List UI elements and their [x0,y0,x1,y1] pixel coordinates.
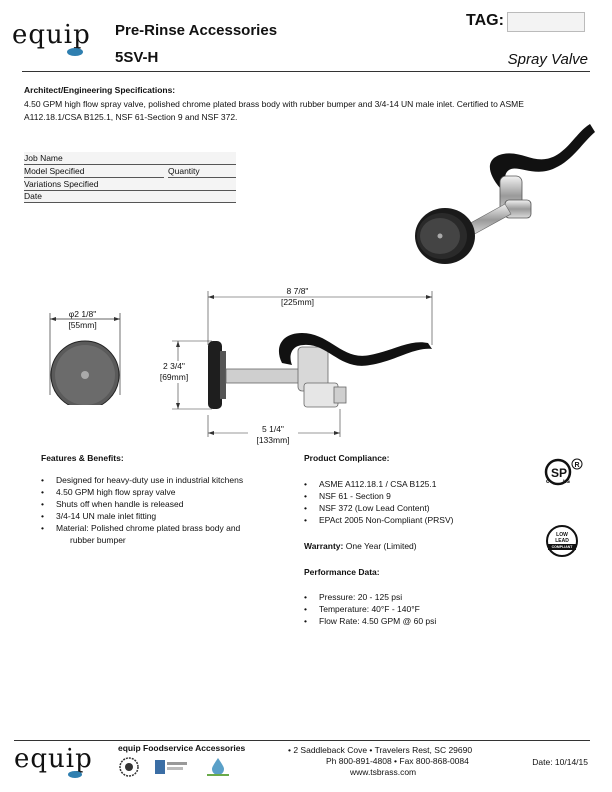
feature-item: 4.50 GPM high flow spray valve [41,486,281,498]
specs-line-2: A112.18.1/CSA B125.1, NSF 61-Section 9 a… [24,112,238,122]
brand-logo: equip [12,20,91,50]
csa-c-mark: c [546,479,550,485]
height-label: 2 3/4" [163,361,185,371]
brand-logo-text: equip [12,20,91,50]
low-lead-line-1: LOW [556,532,568,538]
low-lead-badge: LOW LEAD COMPLIANT [546,525,578,557]
diameter-label: φ2 1/8" [68,309,97,319]
variations-label: Variations Specified [24,179,99,189]
depth-label: 5 1/4" [262,424,284,434]
footer-company: equip Foodservice Accessories [118,743,246,753]
features-heading: Features & Benefits: [41,453,124,463]
feature-item: 3/4-14 UN male inlet fitting [41,510,281,522]
performance-list: Pressure: 20 - 125 psi Temperature: 40°F… [304,591,524,627]
performance-heading: Performance Data: [304,567,380,577]
side-view-drawing [172,291,433,437]
warranty-value: One Year (Limited) [345,541,417,551]
page-title: Pre-Rinse Accessories [115,22,278,39]
low-lead-line-3: COMPLIANT [548,544,576,550]
footer-partner-logo-icon [155,760,187,774]
footer-divider [14,740,590,741]
model-number: 5SV-H [115,49,159,66]
csa-us-mark: us [563,479,571,485]
date-label: Date [24,191,42,201]
performance-item: Temperature: 40°F - 140°F [304,603,524,615]
csa-certification-icon: SP R [544,458,583,486]
footer-brand-logo: equip [14,744,93,774]
logo-drop-icon [67,48,83,56]
front-view-drawing [49,313,121,405]
model-specified-field[interactable]: Model Specified [24,165,164,178]
footer-phone: Ph 800-891-4808 • Fax 800-868-0084 [326,756,469,766]
feature-item: Shuts off when handle is released [41,498,281,510]
quantity-label: Quantity [168,166,200,176]
feature-item: Designed for heavy-duty use in industria… [41,474,281,486]
specs-heading: Architect/Engineering Specifications: [24,85,176,95]
feature-item: Material: Polished chrome plated brass b… [41,522,281,534]
height-dimension: 2 3/4" [69mm] [154,361,194,383]
features-list: Designed for heavy-duty use in industria… [41,474,281,534]
compliance-heading: Product Compliance: [304,453,390,463]
date-field[interactable]: Date [24,190,236,203]
length-mm-label: [225mm] [280,297,315,307]
footer-brand-text: equip [14,744,93,774]
compliance-list: ASME A112.18.1 / CSA B125.1 NSF 61 - Sec… [304,478,524,526]
length-dimension: 8 7/8" [225mm] [270,286,325,308]
job-name-label: Job Name [24,153,63,163]
depth-mm-value: 133mm [258,435,288,445]
footer-date: Date: 10/14/15 [532,757,588,767]
compliance-item: EPAct 2005 Non-Compliant (PRSV) [304,514,524,526]
length-label: 8 7/8" [286,286,309,296]
footer-website[interactable]: www.tsbrass.com [350,767,417,777]
job-name-field[interactable]: Job Name [24,152,236,165]
warranty: Warranty: One Year (Limited) [304,540,417,552]
footer-water-logo-icon [207,758,229,776]
job-info-form: Job Name Model Specified Quantity Variat… [24,152,236,203]
compliance-item: NSF 61 - Section 9 [304,490,524,502]
diameter-mm-label: [55mm] [68,320,97,330]
csa-marks: c us [546,479,570,485]
svg-text:R: R [575,462,580,469]
diameter-mm-value: 55mm [70,320,95,330]
warranty-label: Warranty: [304,541,344,551]
product-type: Spray Valve [507,51,588,68]
compliance-item: ASME A112.18.1 / CSA B125.1 [304,478,524,490]
footer-address: • 2 Saddleback Cove • Travelers Rest, SC… [288,745,473,755]
variations-field[interactable]: Variations Specified [24,178,236,191]
specs-line-1: 4.50 GPM high flow spray valve, polished… [24,99,524,109]
depth-dimension: 5 1/4" [133mm] [248,424,298,446]
header-divider [22,71,590,72]
height-mm-label: [69mm] [159,372,189,382]
depth-mm-label: [133mm] [256,435,290,445]
height-mm-value: 69mm [162,372,186,382]
feature-item-continued: rubber bumper [70,535,126,545]
compliance-item: NSF 372 (Low Lead Content) [304,502,524,514]
model-specified-label: Model Specified [24,166,85,176]
performance-item: Flow Rate: 4.50 GPM @ 60 psi [304,615,524,627]
footer-seal-icon [119,757,139,777]
tag-input-box[interactable] [507,12,585,32]
footer-logo-drop-icon [68,771,82,778]
svg-text:SP: SP [551,466,567,480]
performance-item: Pressure: 20 - 125 psi [304,591,524,603]
diameter-dimension: φ2 1/8" [55mm] [55,309,110,331]
low-lead-line-2: LEAD [555,538,569,544]
quantity-field[interactable]: Quantity [168,165,236,178]
tag-label: TAG: [466,12,504,29]
length-mm-value: 225mm [283,297,312,307]
product-photo [415,124,595,264]
